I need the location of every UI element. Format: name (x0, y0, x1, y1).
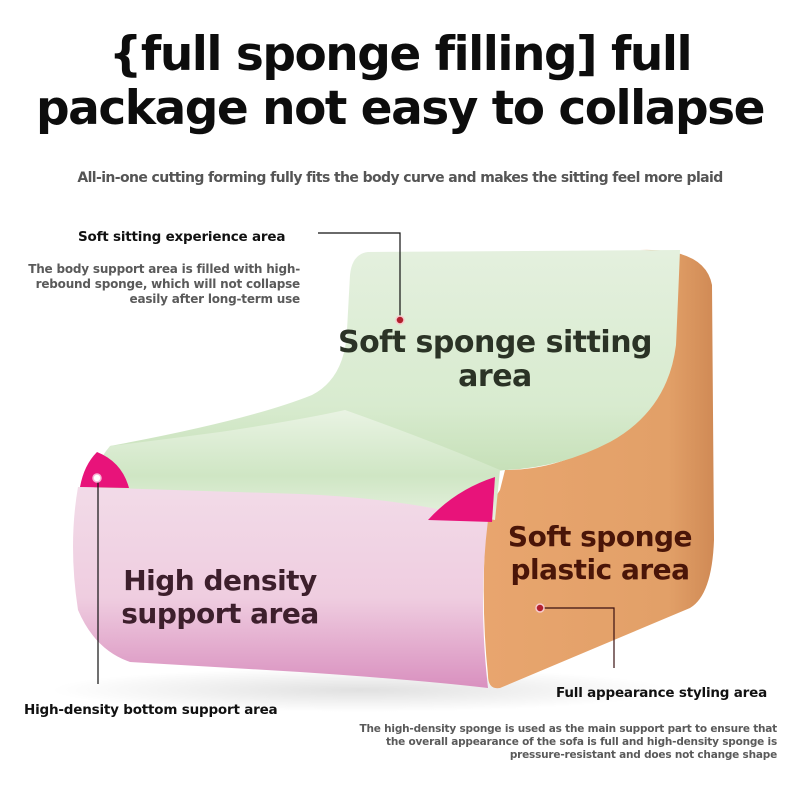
callout-heading-soft-sitting: Soft sitting experience area (78, 229, 286, 245)
callout-description-appearance: The high-density sponge is used as the m… (359, 723, 778, 761)
subtitle: All-in-one cutting forming fully fits th… (77, 170, 723, 186)
right-wedge-accent (428, 477, 495, 522)
zone-label-sitting: Soft sponge sitting area (337, 325, 653, 394)
zone-label-plastic: Soft sponge plastic area (507, 520, 693, 586)
callout-line-sitting (318, 232, 401, 318)
title-line-2: package not easy to collapse (36, 81, 765, 136)
title-line-1: {full sponge filling] full (108, 27, 693, 82)
marker-dot-sitting (395, 315, 405, 325)
left-wedge-accent (80, 452, 129, 488)
marker-dot-bottom (92, 473, 102, 483)
page-title: {full sponge filling] full package not e… (0, 28, 800, 136)
callout-heading-appearance: Full appearance styling area (556, 685, 768, 701)
callout-description-soft-sitting: The body support area is filled with hig… (28, 262, 300, 306)
marker-dot-appearance (535, 603, 545, 613)
sitting-zone-shape (110, 250, 680, 472)
callout-heading-bottom-support: High-density bottom support area (24, 702, 278, 718)
zone-label-density: High density support area (121, 564, 319, 630)
callout-line-appearance (540, 607, 615, 668)
plastic-zone-shape (483, 249, 714, 689)
density-zone-shape (73, 487, 488, 688)
